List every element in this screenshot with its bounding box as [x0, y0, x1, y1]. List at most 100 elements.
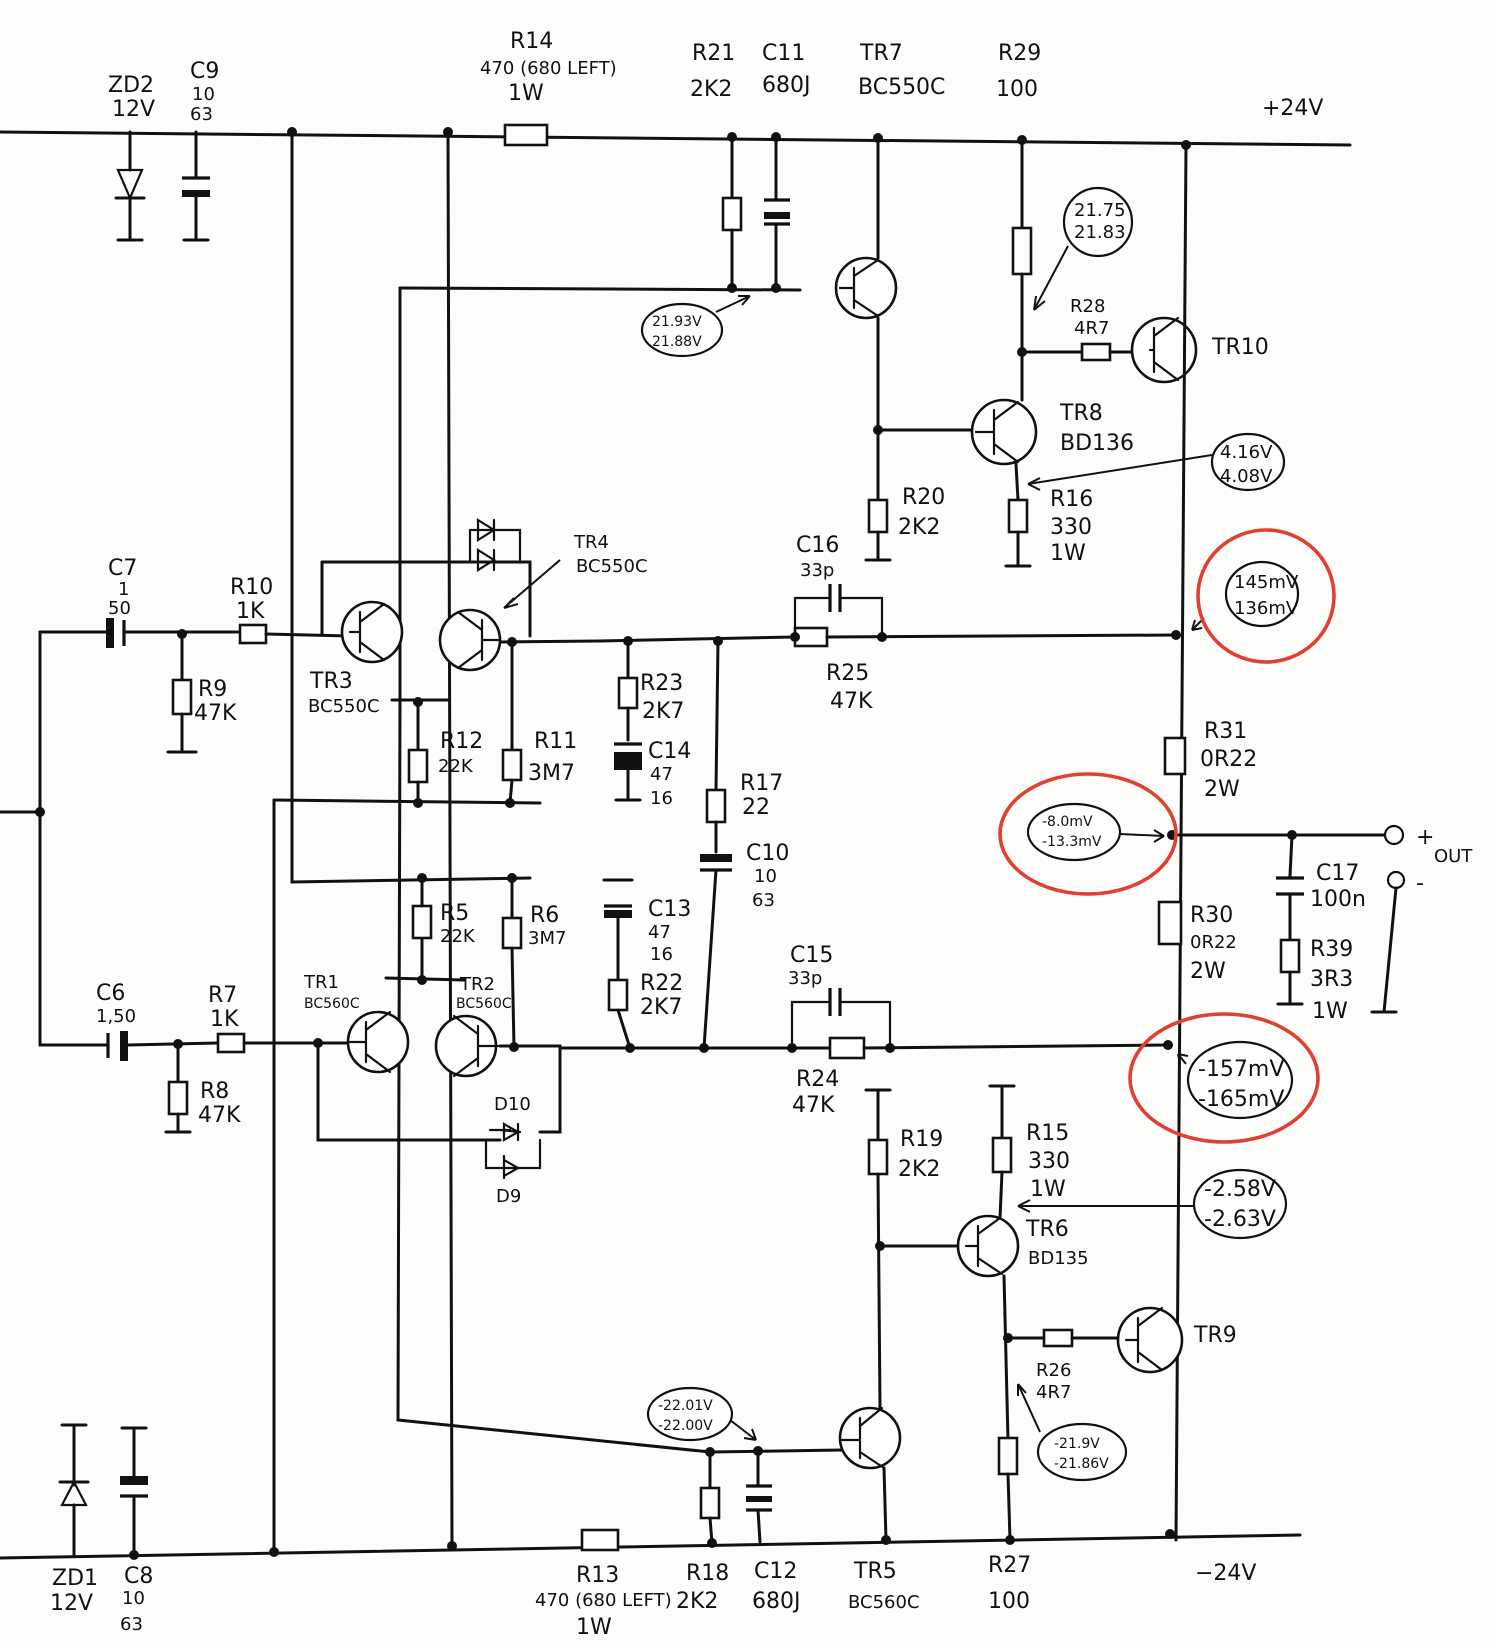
measurement-tr8-emitter: 4.16V 4.08V [1027, 432, 1286, 492]
c15-val: 33p [788, 968, 822, 989]
tr8-emitter-v2: 4.08V [1220, 466, 1273, 487]
r23-val: 2K7 [642, 699, 684, 724]
r15-val: 330 [1028, 1149, 1070, 1174]
measurement-output: -8.0mV -13.3mV [998, 772, 1178, 896]
c7-name: C7 [108, 556, 137, 581]
c13-val: 47 [648, 922, 671, 943]
r30-watt: 2W [1190, 959, 1226, 984]
tr3-name: TR3 [309, 669, 353, 694]
c10-volt: 63 [752, 890, 775, 911]
r13-name: R13 [576, 1563, 619, 1588]
c15-name: C15 [790, 943, 833, 968]
r19-name: R19 [900, 1127, 943, 1152]
r17-val: 22 [742, 795, 770, 820]
measurement-lower-bias: -157mV -165mV [1128, 1012, 1320, 1144]
c11-val: 680J [762, 73, 810, 98]
r22-name: R22 [640, 971, 683, 996]
r20-val: 2K2 [898, 515, 940, 540]
output-v1: -8.0mV [1042, 814, 1093, 830]
output-section: + OUT - R31 0R22 2W R30 0R22 2W C17 100n… [1157, 630, 1473, 1539]
c6-name: C6 [96, 981, 125, 1006]
tr6-type: BD135 [1028, 1248, 1089, 1269]
c10-name: C10 [746, 841, 789, 866]
r13-watt: 1W [576, 1615, 612, 1640]
zd2-val: 12V [112, 97, 155, 122]
r16-val: 330 [1050, 515, 1092, 540]
r26-name: R26 [1036, 1360, 1071, 1381]
r10-name: R10 [230, 575, 273, 600]
tr8-emitter-v1: 4.16V [1220, 442, 1273, 463]
upper-bias-highlight [1196, 528, 1336, 664]
r5-name: R5 [440, 901, 469, 926]
r26-val: 4R7 [1036, 1382, 1071, 1403]
c8-val: 10 [122, 1588, 145, 1609]
upper-bias-v2: 136mV [1234, 598, 1299, 619]
tr8-name: TR8 [1059, 401, 1103, 426]
tr3-symbol [340, 600, 404, 664]
tr6-emitter-v2: -2.63V [1204, 1207, 1276, 1232]
zd1-val: 12V [50, 1591, 93, 1616]
r9-name: R9 [198, 677, 227, 702]
r12-val: 22K [438, 756, 474, 777]
tr10-name: TR10 [1211, 335, 1269, 360]
middle-network: R23 2K7 C14 47 16 R17 22 C10 10 63 C13 4… [602, 636, 789, 1053]
r6-name: R6 [530, 903, 559, 928]
negative-rail: −24V [0, 1533, 1302, 1586]
r39-watt: 1W [1312, 999, 1348, 1024]
tr7-symbol [834, 256, 898, 320]
c6-val: 1,50 [96, 1006, 136, 1027]
c8-name: C8 [124, 1564, 153, 1589]
lower-bias-v1: -157mV [1198, 1057, 1284, 1082]
feedback-network: C16 33p R25 47K C15 33p R24 47K [558, 533, 1178, 1118]
c7-val: 1 [118, 579, 129, 600]
out-label: OUT [1434, 846, 1473, 867]
r15-name: R15 [1026, 1121, 1069, 1146]
tr6-emitter-v1: -2.58V [1204, 1177, 1276, 1202]
c12-name: C12 [754, 1559, 797, 1584]
r30-name: R30 [1190, 903, 1233, 928]
measurement-tr7-base: 21.93V 21.88V [640, 295, 751, 358]
tr1-name: TR1 [303, 972, 339, 993]
c16-name: C16 [796, 533, 839, 558]
tr5-symbol [838, 1406, 902, 1470]
measurement-tr5-base: -22.01V -22.00V [646, 1386, 757, 1442]
c12-val: 680J [752, 1589, 800, 1614]
r16-name: R16 [1050, 487, 1093, 512]
tr1-symbol [346, 1010, 410, 1074]
r27-val: 100 [988, 1589, 1030, 1614]
tr4-type: BC550C [576, 556, 648, 577]
r39-val: 3R3 [1310, 967, 1353, 992]
r21-name: R21 [692, 41, 735, 66]
tr9-name: TR9 [1193, 1323, 1237, 1348]
c9-volt: 63 [190, 104, 213, 125]
lower-bias-highlight [1128, 1012, 1320, 1144]
c9-name: C9 [190, 59, 219, 84]
upper-vas: R21 2K2 C11 680J TR7 BC550C R20 2K2 [690, 41, 978, 562]
r11-val: 3M7 [528, 761, 575, 786]
tr7-name: TR7 [859, 41, 903, 66]
c14-volt: 16 [650, 788, 673, 809]
r20-name: R20 [902, 485, 945, 510]
tr4-symbol [438, 608, 502, 672]
tr4-name: TR4 [573, 532, 609, 553]
upper-bias-v1: 145mV [1234, 572, 1299, 593]
c7-volt: 50 [108, 598, 131, 619]
lower-bias-v2: -165mV [1198, 1087, 1284, 1112]
r9-val: 47K [194, 701, 237, 726]
r31-name: R31 [1204, 719, 1247, 744]
c8-volt: 63 [120, 1614, 143, 1635]
tr5-base-v1: -22.01V [658, 1398, 713, 1414]
tr5-base-v2: -22.00V [658, 1418, 713, 1434]
r25-val: 47K [830, 689, 873, 714]
r7-name: R7 [208, 983, 237, 1008]
r16-watt: 1W [1050, 541, 1086, 566]
tr8-type: BD136 [1060, 431, 1134, 456]
output-highlight [998, 772, 1178, 896]
r17-name: R17 [740, 771, 783, 796]
r14-val: 470 (680 LEFT) [480, 58, 617, 79]
r8-val: 47K [198, 1103, 241, 1128]
output-v2: -13.3mV [1042, 834, 1102, 850]
r18-name: R18 [686, 1561, 729, 1586]
